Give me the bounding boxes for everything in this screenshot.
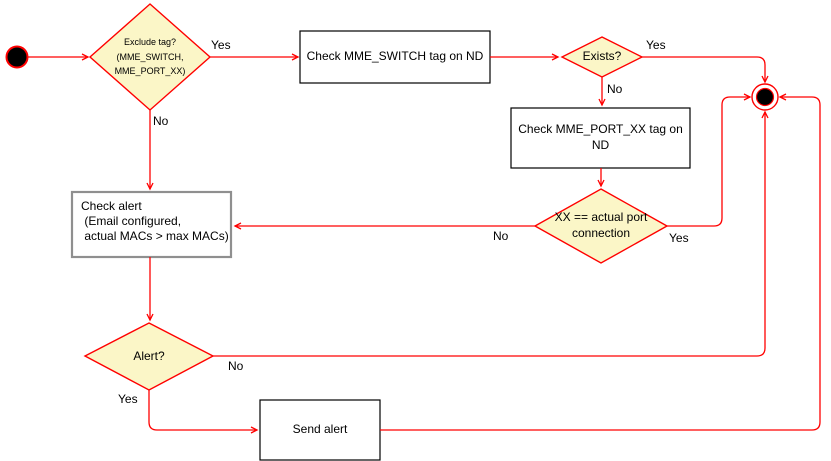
edge-alert-no-to-end — [213, 110, 769, 357]
decision-exists-shape — [560, 36, 644, 78]
process-check-port-box — [510, 107, 691, 169]
process-check-alert-box — [70, 190, 233, 259]
edge-send-alert-to-end — [380, 93, 821, 431]
decision-port-match-shape — [533, 188, 669, 264]
decision-alert-shape — [83, 322, 215, 391]
decision-exclude-tag-shape — [88, 3, 212, 111]
edge-alert-yes-to-send-alert — [148, 390, 259, 434]
edge-port-match-yes-to-end — [667, 93, 752, 227]
process-send-alert-box — [259, 399, 381, 461]
end-node — [755, 87, 775, 107]
process-check-switch-box — [299, 30, 491, 84]
start-node — [5, 45, 29, 69]
edge-exists-yes-to-end — [642, 56, 769, 84]
